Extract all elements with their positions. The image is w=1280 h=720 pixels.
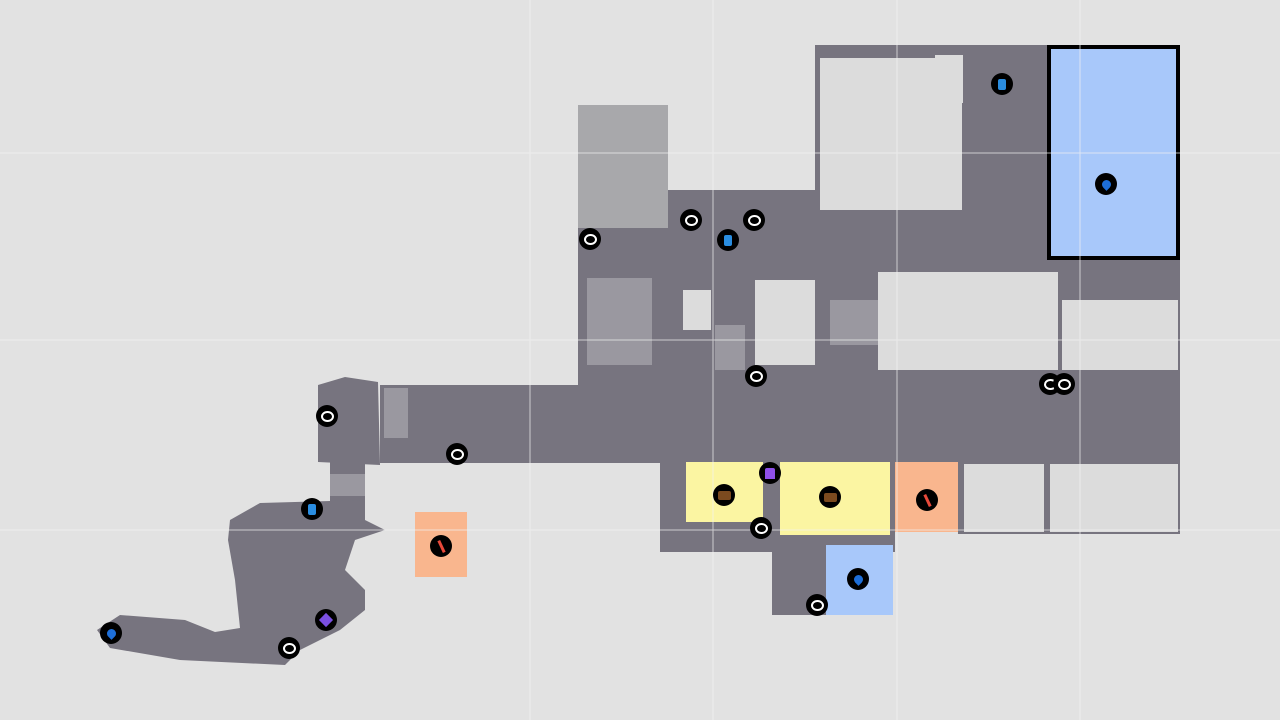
location-pin-icon[interactable] (100, 622, 122, 644)
treasure-chest-icon[interactable] (713, 484, 735, 506)
portal-ring-icon[interactable] (446, 443, 468, 465)
portal-ring-icon[interactable] (806, 594, 828, 616)
location-pin-icon[interactable] (847, 568, 869, 590)
rooms-light (683, 55, 1178, 532)
restroom-icon[interactable] (991, 73, 1013, 95)
portal-ring-icon[interactable] (1053, 373, 1075, 395)
location-pin-icon[interactable] (1095, 173, 1117, 195)
restricted-area (578, 105, 668, 228)
portal-ring-icon[interactable] (579, 228, 601, 250)
portal-ring-icon[interactable] (680, 209, 702, 231)
dice-icon[interactable] (315, 609, 337, 631)
lever-icon[interactable] (430, 535, 452, 557)
lever-icon[interactable] (916, 489, 938, 511)
portal-ring-icon[interactable] (743, 209, 765, 231)
portal-ring-icon[interactable] (745, 365, 767, 387)
restroom-icon[interactable] (717, 229, 739, 251)
restroom-icon[interactable] (301, 498, 323, 520)
portal-ring-icon[interactable] (278, 637, 300, 659)
treasure-chest-icon[interactable] (819, 486, 841, 508)
portal-ring-icon[interactable] (750, 517, 772, 539)
stairs (330, 278, 878, 496)
portal-ring-icon[interactable] (316, 405, 338, 427)
kiosk-icon[interactable] (759, 462, 781, 484)
